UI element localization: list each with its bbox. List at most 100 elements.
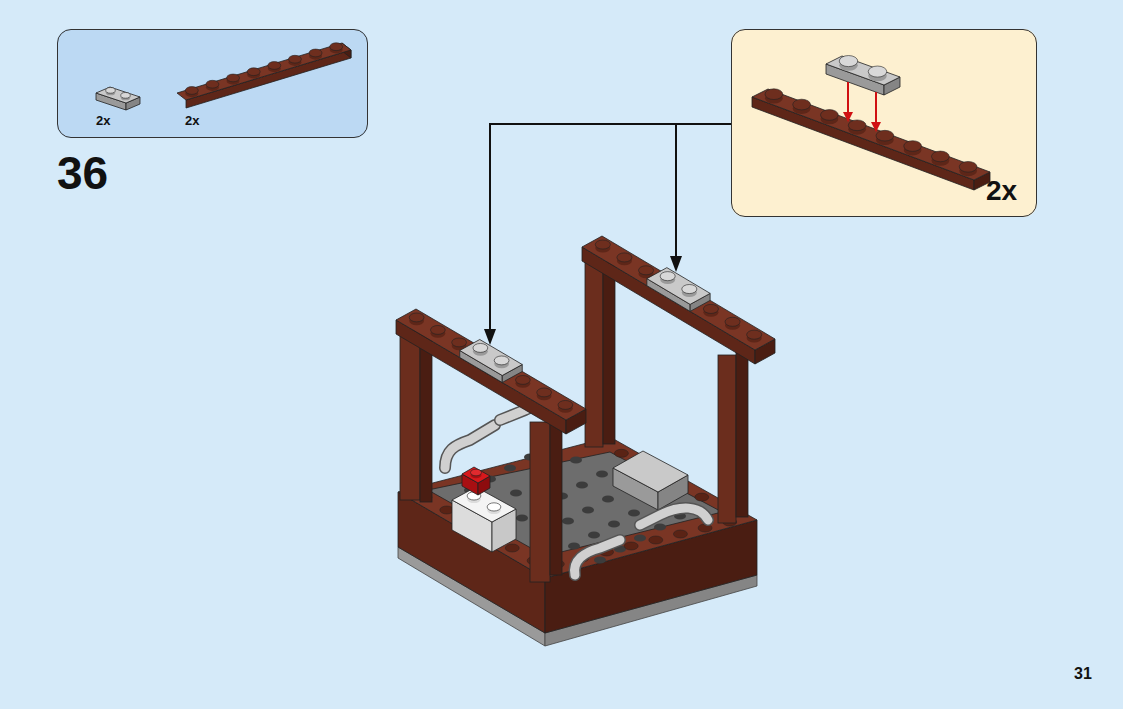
quantity-label: 2x bbox=[96, 114, 110, 127]
beam-stud bbox=[558, 400, 573, 409]
callout-panel: 2x bbox=[731, 29, 1037, 217]
pipe bbox=[575, 540, 620, 575]
red-piece-stud bbox=[470, 469, 481, 476]
grey-plate-stud bbox=[473, 343, 488, 352]
floor-stud bbox=[570, 456, 582, 463]
leader-arrowhead bbox=[484, 329, 496, 345]
white-brick-top bbox=[452, 487, 516, 522]
pillar bbox=[603, 262, 615, 444]
brown-plate-1x8-stud bbox=[247, 68, 260, 76]
brown-plate-1x8-stud bbox=[848, 120, 866, 131]
brown-plate-1x8-stud bbox=[268, 62, 281, 70]
pillar bbox=[550, 418, 562, 575]
placement-arrow bbox=[847, 82, 849, 114]
floor-stud bbox=[568, 542, 580, 549]
grey-plate-1x2-stud bbox=[121, 93, 130, 99]
beam-stud bbox=[409, 313, 424, 322]
pillar bbox=[585, 262, 603, 447]
beam-stud bbox=[747, 330, 762, 339]
grey-plate-stud bbox=[494, 356, 509, 365]
grey-plate-top bbox=[460, 340, 523, 376]
floor-stud bbox=[582, 506, 594, 513]
leader-lines bbox=[484, 124, 731, 345]
grey-plate-stud bbox=[660, 272, 675, 281]
callout-build bbox=[752, 56, 990, 190]
leader-line bbox=[675, 124, 677, 258]
parts-panel-fill bbox=[57, 29, 368, 138]
quantity-label: 2x bbox=[986, 177, 1017, 205]
placement-arrowhead bbox=[843, 112, 853, 122]
grey-plate-1x2-top bbox=[96, 87, 140, 103]
floor-stud bbox=[576, 481, 588, 488]
brown-plate-1x8-side bbox=[752, 97, 974, 190]
frame-stud bbox=[624, 542, 638, 550]
frame-stud bbox=[673, 530, 687, 538]
brown-plate-1x8-stud bbox=[185, 87, 198, 95]
brown-plate-1x8-stud bbox=[931, 151, 949, 162]
brown-plate-1x8-stud bbox=[227, 74, 240, 82]
grey-plate-1x2-stud bbox=[106, 88, 115, 94]
pipe bbox=[445, 425, 495, 468]
beam-stud bbox=[452, 338, 467, 347]
model bbox=[396, 236, 775, 646]
parts-panel: 2x 2x bbox=[57, 29, 368, 138]
floor-stud bbox=[562, 517, 574, 524]
brown-plate-1x8-stud bbox=[309, 49, 322, 57]
quantity-label: 2x bbox=[185, 114, 199, 127]
brown-plate-1x8-stud bbox=[820, 110, 838, 121]
pipe bbox=[640, 508, 708, 525]
brown-plate-1x8-stud bbox=[904, 141, 922, 152]
beam-stud bbox=[537, 388, 552, 397]
floor-stud bbox=[602, 495, 614, 502]
floor-stud bbox=[594, 556, 606, 563]
floor-plate bbox=[428, 452, 722, 556]
white-brick-stud bbox=[487, 503, 501, 511]
placement-arrow bbox=[875, 92, 877, 124]
beam-side bbox=[582, 247, 755, 364]
floor-stud bbox=[504, 464, 516, 471]
beam-stud bbox=[703, 304, 718, 313]
brown-plate-1x8-stud bbox=[206, 80, 219, 88]
frame-stud bbox=[649, 536, 663, 544]
pillar bbox=[420, 334, 432, 502]
beam-top bbox=[582, 236, 775, 350]
frame-stud bbox=[614, 449, 628, 457]
placement-arrowhead bbox=[871, 122, 881, 132]
brown-plate-1x8-stud bbox=[330, 43, 343, 51]
leader-arrowhead bbox=[670, 256, 682, 272]
beam-stud bbox=[595, 240, 610, 249]
beam-stud bbox=[430, 325, 445, 334]
step-number: 36 bbox=[57, 150, 108, 196]
pillar bbox=[718, 355, 736, 523]
brown-plate-1x8-side bbox=[186, 50, 351, 108]
floor-stud bbox=[510, 489, 522, 496]
floor-stud bbox=[634, 534, 646, 541]
beam-stud bbox=[639, 266, 654, 275]
parts-pieces bbox=[96, 43, 351, 110]
floor-stud bbox=[608, 520, 620, 527]
leader-line bbox=[490, 124, 731, 332]
floor-stud bbox=[516, 514, 528, 521]
callout-panel-fill bbox=[731, 29, 1037, 217]
beam-stud bbox=[515, 375, 530, 384]
brown-plate-1x8-top bbox=[177, 43, 351, 100]
floor-stud bbox=[596, 470, 608, 477]
grey-plate-1x2-stud bbox=[839, 56, 858, 67]
brown-plate-1x8-stud bbox=[793, 99, 811, 110]
brown-plate-1x8-top bbox=[752, 89, 990, 180]
brown-plate-1x8-stud bbox=[876, 130, 894, 141]
grey-plate-stud bbox=[682, 285, 697, 294]
floor-stud bbox=[654, 523, 666, 530]
pillar bbox=[530, 422, 550, 582]
pipe bbox=[445, 425, 495, 468]
pillar bbox=[736, 352, 748, 517]
pipe bbox=[575, 540, 620, 575]
red-piece-top bbox=[462, 467, 490, 483]
grey-plate-top bbox=[647, 268, 710, 305]
grey-plate-1x2-top bbox=[826, 56, 900, 85]
beam-stud bbox=[725, 317, 740, 326]
floor-stud bbox=[588, 531, 600, 538]
pipe bbox=[640, 508, 708, 525]
page-number: 31 bbox=[1074, 666, 1092, 682]
frame-stud bbox=[695, 493, 709, 501]
